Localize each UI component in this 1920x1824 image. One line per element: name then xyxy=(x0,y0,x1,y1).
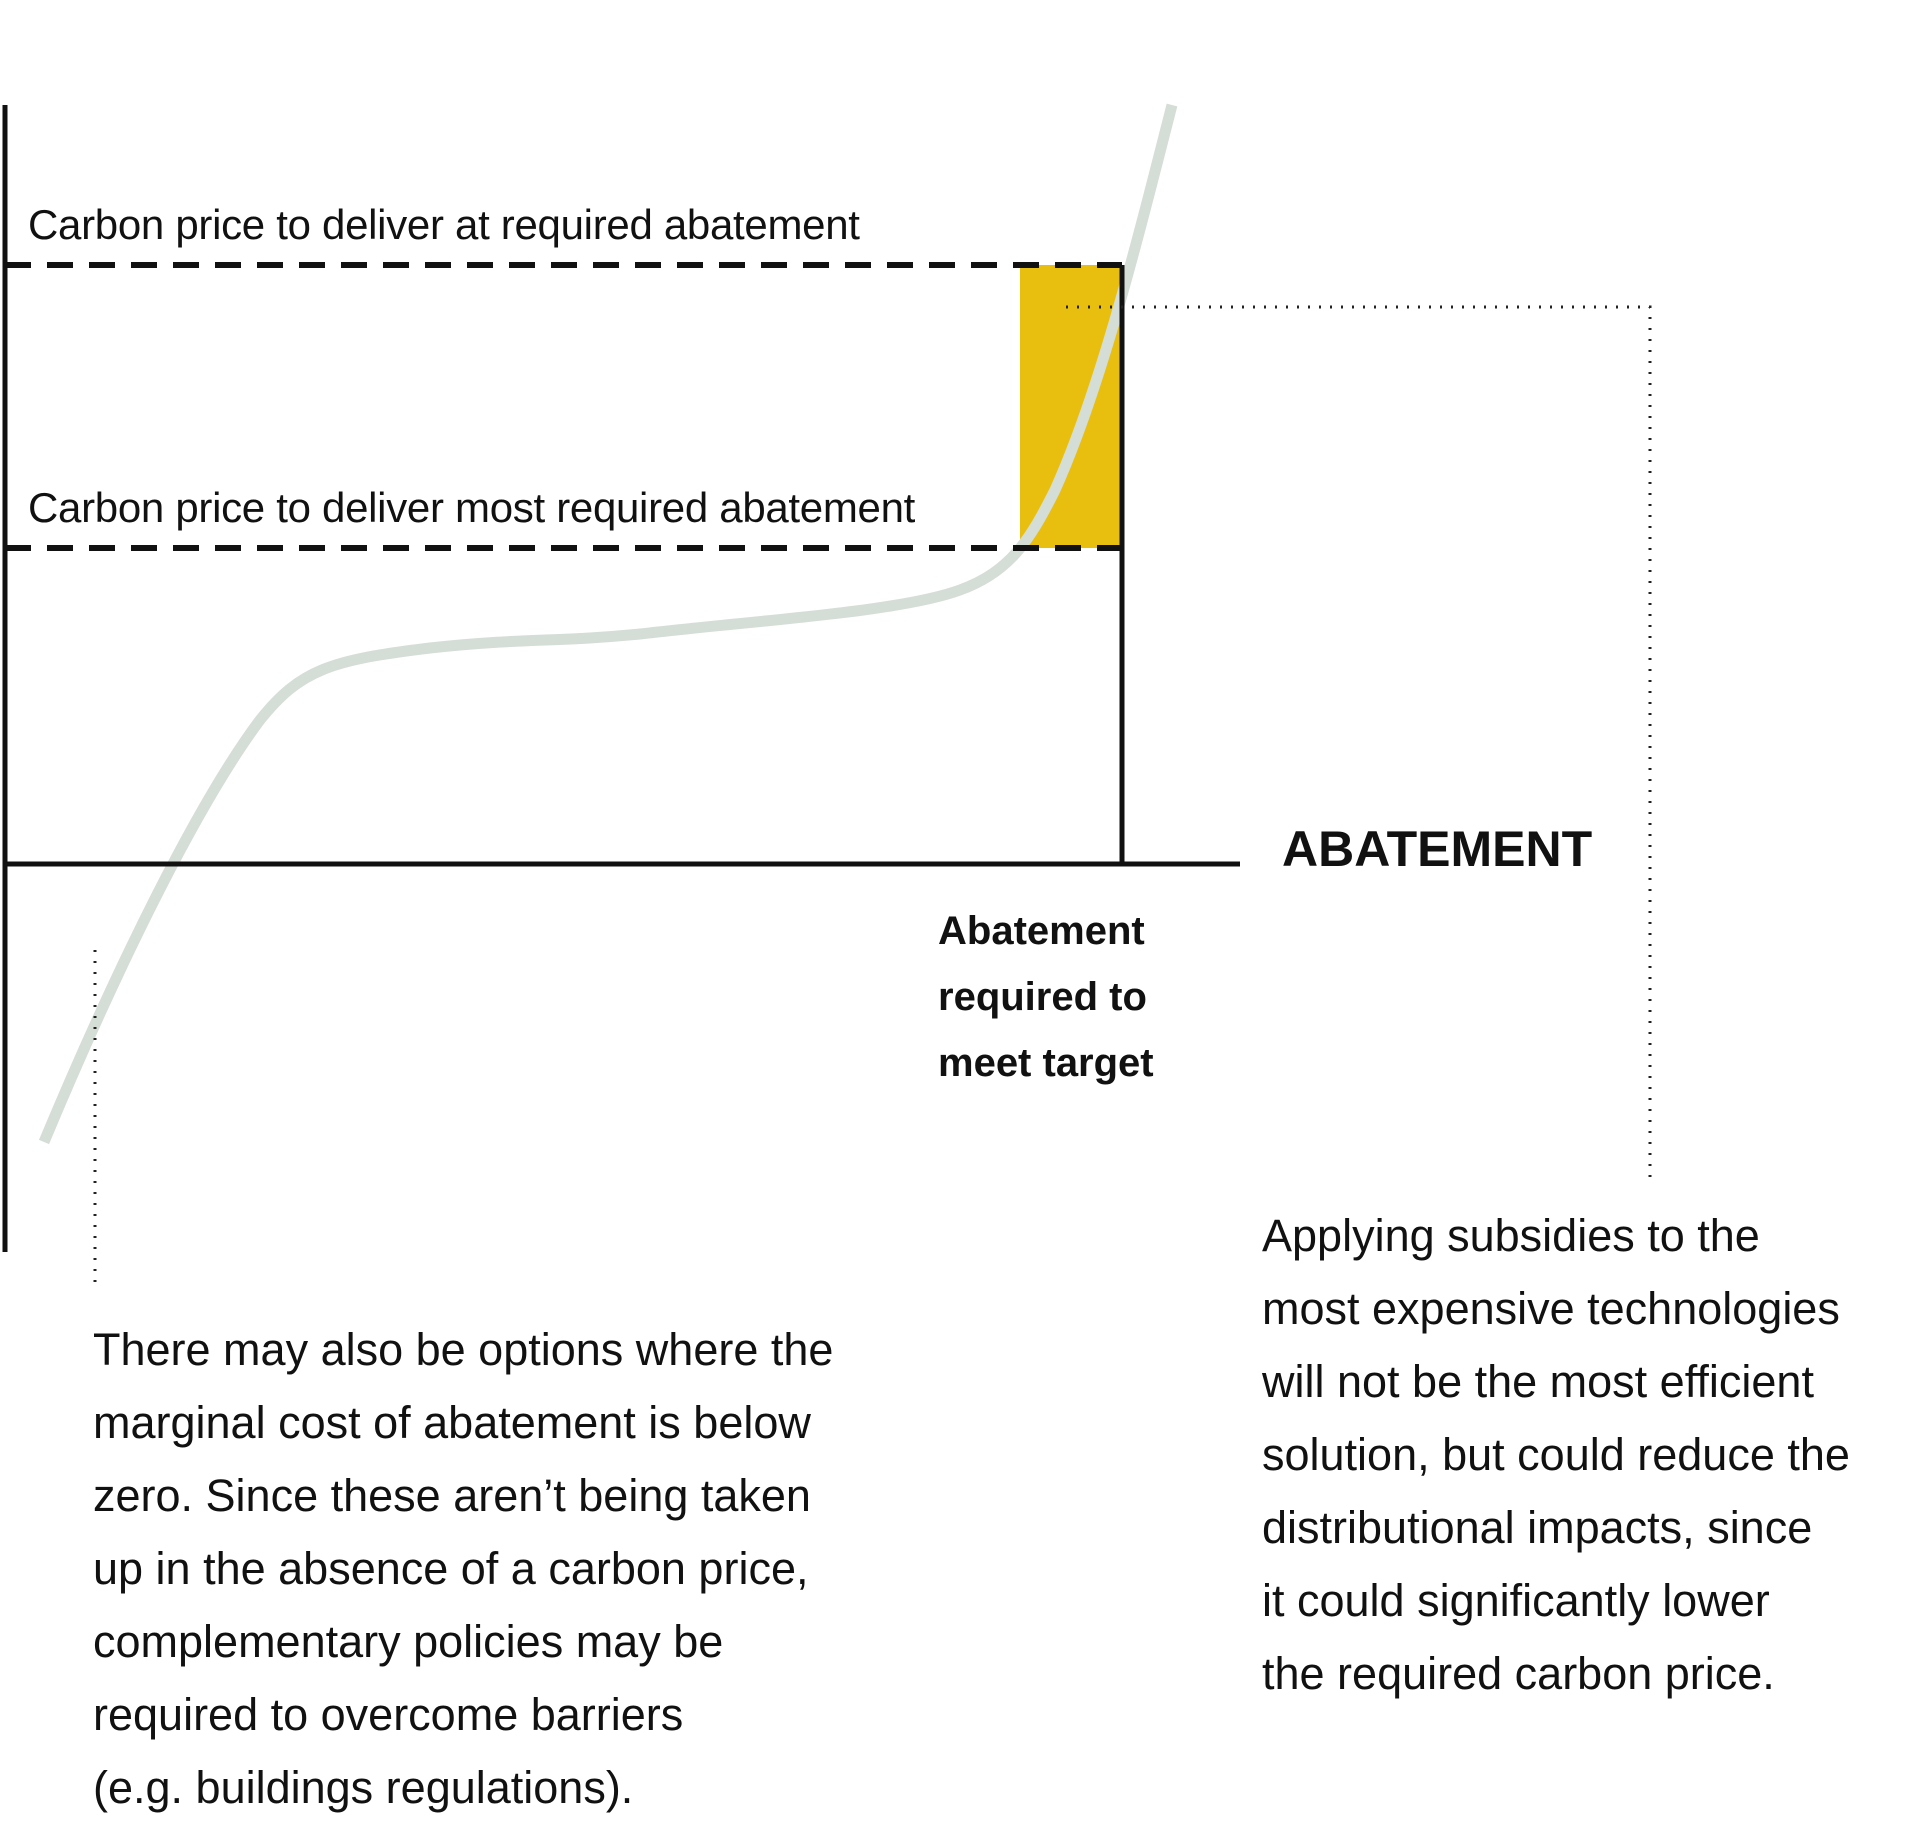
lower-carbon-price-label: Carbon price to deliver most required ab… xyxy=(28,484,916,531)
marginal-abatement-cost-curve xyxy=(38,103,1178,1145)
subsidy-highlight-area xyxy=(1020,265,1122,548)
upper-carbon-price-label: Carbon price to deliver at required abat… xyxy=(28,201,860,248)
target-label-line: required to xyxy=(938,975,1147,1019)
right-note-leader xyxy=(1066,305,1652,1178)
note-line: marginal cost of abatement is below xyxy=(93,1397,811,1448)
note-line: required to overcome barriers xyxy=(93,1689,684,1740)
x-axis-label: ABATEMENT xyxy=(1282,821,1593,877)
note-line: solution, but could reduce the xyxy=(1262,1429,1850,1480)
note-line: Applying subsidies to the xyxy=(1262,1210,1760,1261)
note-line: There may also be options where the xyxy=(93,1324,834,1375)
note-line: the required carbon price. xyxy=(1262,1648,1775,1699)
note-line: distributional impacts, since xyxy=(1262,1502,1813,1553)
note-line: it could significantly lower xyxy=(1262,1575,1770,1626)
note-line: (e.g. buildings regulations). xyxy=(93,1762,634,1813)
subsidy-note: Applying subsidies to the most expensive… xyxy=(1262,1199,1920,1710)
target-label-line: meet target xyxy=(938,1041,1154,1085)
target-abatement-label: Abatement required to meet target xyxy=(938,898,1198,1096)
note-line: most expensive technologies xyxy=(1262,1283,1840,1334)
note-line: up in the absence of a carbon price, xyxy=(93,1543,809,1594)
note-line: zero. Since these aren’t being taken xyxy=(93,1470,811,1521)
note-line: complementary policies may be xyxy=(93,1616,724,1667)
target-label-line: Abatement xyxy=(938,909,1145,953)
note-line: will not be the most efficient xyxy=(1262,1356,1814,1407)
negative-cost-note: There may also be options where the marg… xyxy=(93,1313,953,1824)
